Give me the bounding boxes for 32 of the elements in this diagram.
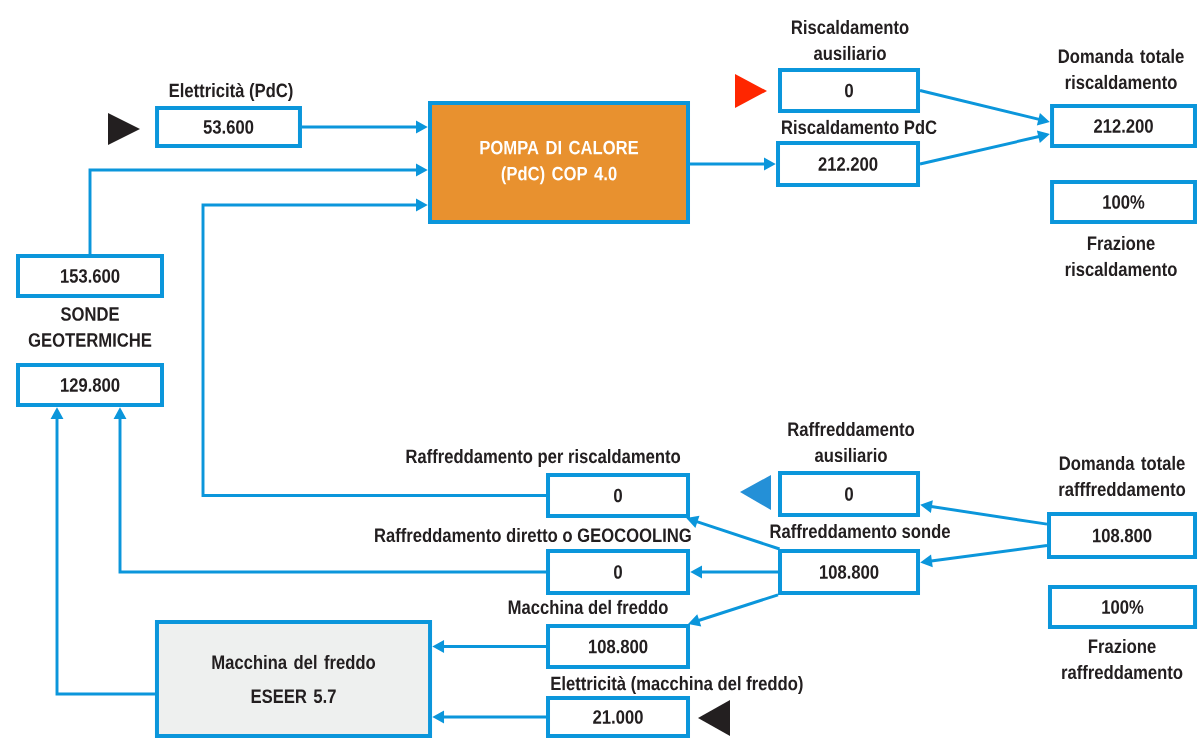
value-box: 212.200 bbox=[776, 141, 920, 187]
box-heading: Raffreddamento diretto o GEOCOOLING bbox=[375, 527, 691, 543]
value-box: 100% bbox=[1050, 180, 1197, 224]
value-box: 53.600 bbox=[155, 106, 302, 148]
arrow bbox=[201, 198, 546, 497]
box-heading: Macchina del freddo bbox=[508, 599, 668, 615]
value-box: 108.800 bbox=[778, 549, 920, 595]
value-box: 153.600 bbox=[16, 254, 164, 298]
heat-pump-box: POMPA DI CALORE (PdC) COP 4.0 bbox=[428, 101, 690, 224]
value-box: 21.000 bbox=[546, 696, 690, 738]
box-heading: Elettricità (macchina del freddo) bbox=[551, 675, 803, 695]
box-heading: Raffreddamento ausiliario bbox=[788, 421, 915, 463]
value-box: 0 bbox=[546, 549, 690, 595]
value-box: 108.800 bbox=[1047, 512, 1197, 559]
box-heading: Raffreddamento sonde bbox=[770, 523, 950, 539]
box-heading: Frazione raffreddamento bbox=[1062, 638, 1183, 680]
chiller-box: Macchina del freddo ESEER 5.7 bbox=[154, 620, 433, 738]
box-heading: Riscaldamento ausiliario bbox=[792, 19, 909, 61]
box-heading: Riscaldamento PdC bbox=[782, 119, 937, 135]
box-heading: Domanda totale rafffreddamento bbox=[1059, 455, 1186, 497]
value-box: 0 bbox=[546, 472, 690, 519]
box-heading: Elettricità (PdC) bbox=[169, 82, 293, 102]
group-label: SONDE GEOTERMICHE bbox=[28, 307, 152, 347]
value-box: 0 bbox=[778, 67, 920, 114]
box-heading: Domanda totale riscaldamento bbox=[1058, 48, 1184, 90]
value-box: 100% bbox=[1048, 585, 1198, 629]
box-heading: Frazione riscaldamento bbox=[1065, 235, 1177, 277]
value-box: 0 bbox=[778, 471, 920, 517]
value-box: 212.200 bbox=[1050, 104, 1197, 148]
value-box: 129.800 bbox=[16, 363, 164, 407]
value-box: 108.800 bbox=[546, 623, 690, 670]
box-heading: Raffreddamento per riscaldamento bbox=[406, 449, 681, 467]
